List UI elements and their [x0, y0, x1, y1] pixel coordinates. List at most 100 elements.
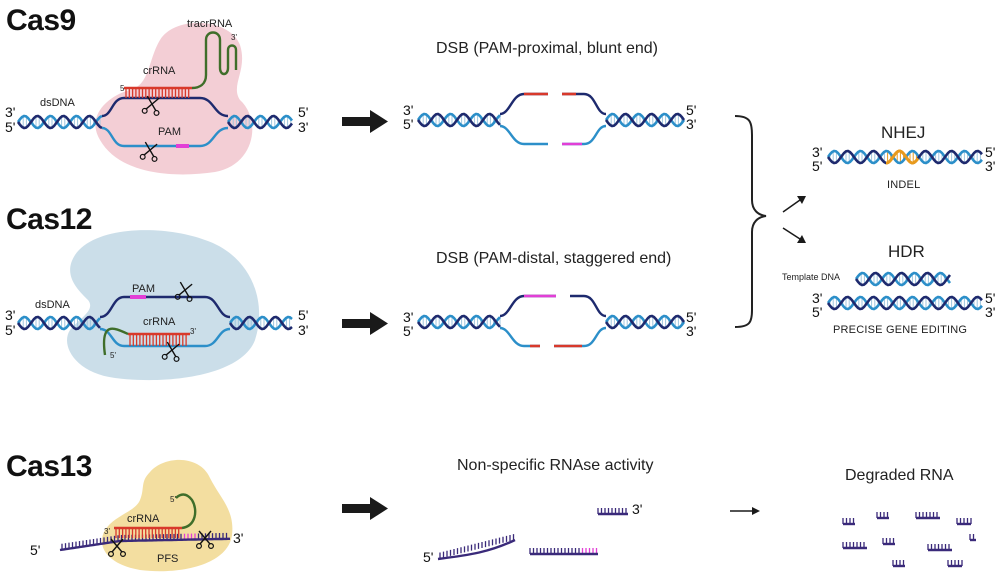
cas12-scissors-top — [174, 281, 193, 302]
rna-fragment-5prime: 5' — [423, 549, 434, 565]
arrow-cas9 — [342, 110, 388, 133]
dsb9-top-left — [499, 92, 548, 116]
cas12-bottom-strand — [99, 327, 231, 348]
dsb12-left-3prime: 3' — [403, 309, 414, 325]
cas12-top-strand — [99, 295, 231, 319]
dsb12-helix-right — [604, 314, 686, 330]
cas13-crrna — [114, 526, 182, 538]
dsb9-helix-left — [416, 112, 501, 128]
dsb9-right-5prime: 5' — [686, 102, 697, 118]
cas9-bottom-strand — [101, 126, 229, 148]
dsb12-bottom-left — [499, 326, 540, 348]
dsb12-top-right — [570, 294, 607, 318]
cas12-pam-label: PAM — [132, 283, 156, 295]
cas9-tracrrna-label: tracrRNA — [187, 18, 233, 30]
rna-fragment-3prime: 3' — [632, 501, 643, 517]
cas12-crrna-5prime: 5' — [110, 351, 116, 360]
template-dna-helix — [854, 271, 952, 287]
dsb9-top-right — [562, 92, 607, 116]
cas12-pam-mark — [130, 295, 146, 299]
cas9-title: Cas9 — [6, 4, 76, 37]
arrow-cas12 — [342, 312, 388, 335]
nhej-right-5prime: 5' — [985, 144, 996, 160]
hdr-left-5prime: 5' — [812, 304, 823, 320]
nhej-left-5prime: 5' — [812, 158, 823, 174]
cas12-helix-left — [16, 315, 101, 331]
cas12-crrna-3prime: 3' — [190, 327, 196, 336]
cas12-dsdna-label: dsDNA — [35, 299, 70, 311]
arrow-group — [342, 110, 388, 520]
dsb-cas9-heading: DSB (PAM-proximal, blunt end) — [436, 40, 658, 57]
degraded-rna-fragment — [892, 560, 905, 568]
degraded-rna-fragment — [876, 512, 889, 520]
rna-fragment-a — [437, 534, 516, 561]
dsb12-right-5prime: 5' — [686, 309, 697, 325]
cas9-right-5prime: 5' — [298, 104, 309, 120]
dsb9-right-3prime: 3' — [686, 116, 697, 132]
degraded-rna-fragment — [969, 534, 976, 542]
cas9-crrna — [124, 86, 192, 98]
cas12-crrna-tail — [102, 327, 129, 356]
degraded-rna-fragment — [927, 544, 952, 552]
template-dna-label: Template DNA — [782, 272, 841, 282]
cas13-right-3prime: 3' — [233, 530, 244, 546]
arrow-cas13 — [342, 497, 388, 520]
cas12-scissors-bottom — [161, 341, 180, 362]
dsb9-helix-right — [604, 112, 686, 128]
cas12-crrna-label: crRNA — [143, 316, 176, 328]
hdr-right-5prime: 5' — [985, 290, 996, 306]
nhej-left-3prime: 3' — [812, 144, 823, 160]
degraded-rna-fragment — [842, 542, 867, 550]
degraded-rna-fragment — [842, 518, 855, 526]
cas9-left-5prime: 5' — [5, 119, 16, 135]
dsb-cas12-heading: DSB (PAM-distal, staggered end) — [436, 250, 672, 267]
rna-fragment-c — [597, 508, 628, 516]
cas9-crrna-5prime: 5 — [120, 84, 125, 93]
cas13-crrna-label: crRNA — [127, 513, 160, 525]
cas12-right-5prime: 5' — [298, 307, 309, 323]
cas9-left-3prime: 3' — [5, 104, 16, 120]
cas13-crrna-tail — [175, 493, 197, 530]
dsb9-bottom-left — [499, 124, 548, 146]
cas9-helix-right — [226, 114, 294, 130]
cas9-tracrrna — [191, 31, 238, 90]
cas9-helix-left — [16, 114, 103, 130]
hdr-helix — [826, 295, 983, 311]
precise-gene-editing-label: PRECISE GENE EDITING — [833, 324, 968, 336]
rna-fragment-b — [529, 548, 598, 556]
cas12-right-3prime: 3' — [298, 322, 309, 338]
dsb9-bottom-right — [562, 124, 607, 146]
cas9-pam-mark — [176, 144, 189, 148]
cas13-scissors-right — [196, 530, 215, 550]
degraded-rna-fragment — [956, 518, 972, 526]
dsb9-left-3prime: 3' — [403, 102, 414, 118]
hdr-left-3prime: 3' — [812, 290, 823, 306]
cas13-scissors-left — [108, 538, 127, 558]
cas13-crrna-3prime: 3' — [104, 527, 110, 536]
hdr-title: HDR — [888, 242, 925, 261]
nhej-right-3prime: 3' — [985, 158, 996, 174]
cas9-scissors-bottom — [139, 141, 158, 162]
cas12-helix-right — [228, 315, 293, 331]
degraded-rna-fragment — [947, 560, 963, 568]
cas9-right-3prime: 3' — [298, 119, 309, 135]
nhej-title: NHEJ — [881, 123, 926, 142]
nhej-helix — [826, 149, 983, 165]
cas13-title: Cas13 — [6, 450, 92, 483]
cas12-title: Cas12 — [6, 203, 92, 236]
degraded-rna-fragment — [882, 538, 895, 546]
degraded-rna-heading: Degraded RNA — [845, 467, 954, 484]
degraded-rna-fragment — [915, 512, 940, 520]
cas12-left-3prime: 3' — [5, 307, 16, 323]
dsb9-left-5prime: 5' — [403, 116, 414, 132]
cas9-pam-label: PAM — [158, 126, 182, 138]
indel-label: INDEL — [887, 179, 921, 191]
curly-brace — [734, 115, 767, 328]
cas9-scissors-top — [141, 95, 160, 116]
dsb12-right-3prime: 3' — [686, 323, 697, 339]
cas9-tracrrna-3prime: 3' — [231, 33, 237, 42]
dsb12-left-5prime: 5' — [403, 323, 414, 339]
dsb12-bottom-right — [554, 326, 607, 348]
rnase-heading: Non-specific RNAse activity — [457, 457, 654, 474]
